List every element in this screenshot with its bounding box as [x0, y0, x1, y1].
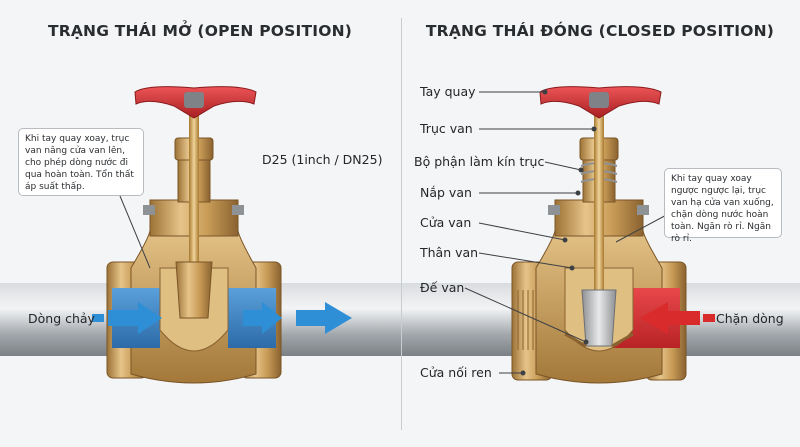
- part-label-bonnet: Nắp van: [420, 185, 472, 200]
- part-label-body: Thân van: [420, 245, 479, 260]
- open-valve: [106, 86, 282, 384]
- title-open-position: TRẠNG THÁI MỞ (OPEN POSITION): [47, 22, 353, 40]
- part-label-packing: Bộ phận làm kín trục: [414, 154, 545, 169]
- open-gate: [175, 261, 213, 319]
- open-handwheel-nut: [184, 92, 204, 108]
- open-bolt-2: [232, 205, 244, 215]
- title-closed-position: TRẠNG THÁI ĐÓNG (CLOSED POSITION): [425, 22, 775, 40]
- flow-arrows: [92, 302, 352, 334]
- part-leader-lines: [464, 89, 597, 376]
- open-note-pointer: [119, 195, 151, 269]
- closed-bolt-1: [548, 205, 560, 215]
- part-label-gate: Cửa van: [420, 215, 472, 230]
- open-stem: [189, 108, 199, 268]
- part-label-handwheel: Tay quay: [420, 84, 476, 99]
- closed-note-pointer: [615, 211, 673, 243]
- part-label-stem: Trục van: [420, 121, 473, 136]
- closed-valve: [511, 86, 687, 384]
- closed-note: Khi tay quay xoay ngược ngược lại, trục …: [664, 168, 782, 244]
- block-arrow-tail: [703, 314, 715, 322]
- size-label: D25 (1inch / DN25): [262, 152, 383, 167]
- closed-seat: [564, 332, 634, 348]
- flow-arrow-1: [108, 302, 162, 334]
- flow-arrow-tail: [92, 314, 104, 322]
- block-label: Chặn dòng: [716, 311, 784, 326]
- part-label-thread: Cửa nối ren: [420, 365, 492, 380]
- open-note: Khi tay quay xoay, trục van nâng cửa van…: [18, 128, 144, 196]
- open-bolt-1: [143, 205, 155, 215]
- flow-arrow-2: [243, 302, 282, 334]
- closed-stem: [594, 108, 604, 308]
- flow-arrow-3: [296, 302, 352, 334]
- flow-label: Dòng chảy: [28, 311, 95, 326]
- center-divider: [401, 18, 402, 430]
- closed-handwheel-nut: [589, 92, 609, 108]
- block-arrow: [640, 302, 700, 334]
- part-label-seat: Đế van: [420, 280, 465, 295]
- closed-bolt-2: [637, 205, 649, 215]
- closed-gate: [581, 289, 617, 347]
